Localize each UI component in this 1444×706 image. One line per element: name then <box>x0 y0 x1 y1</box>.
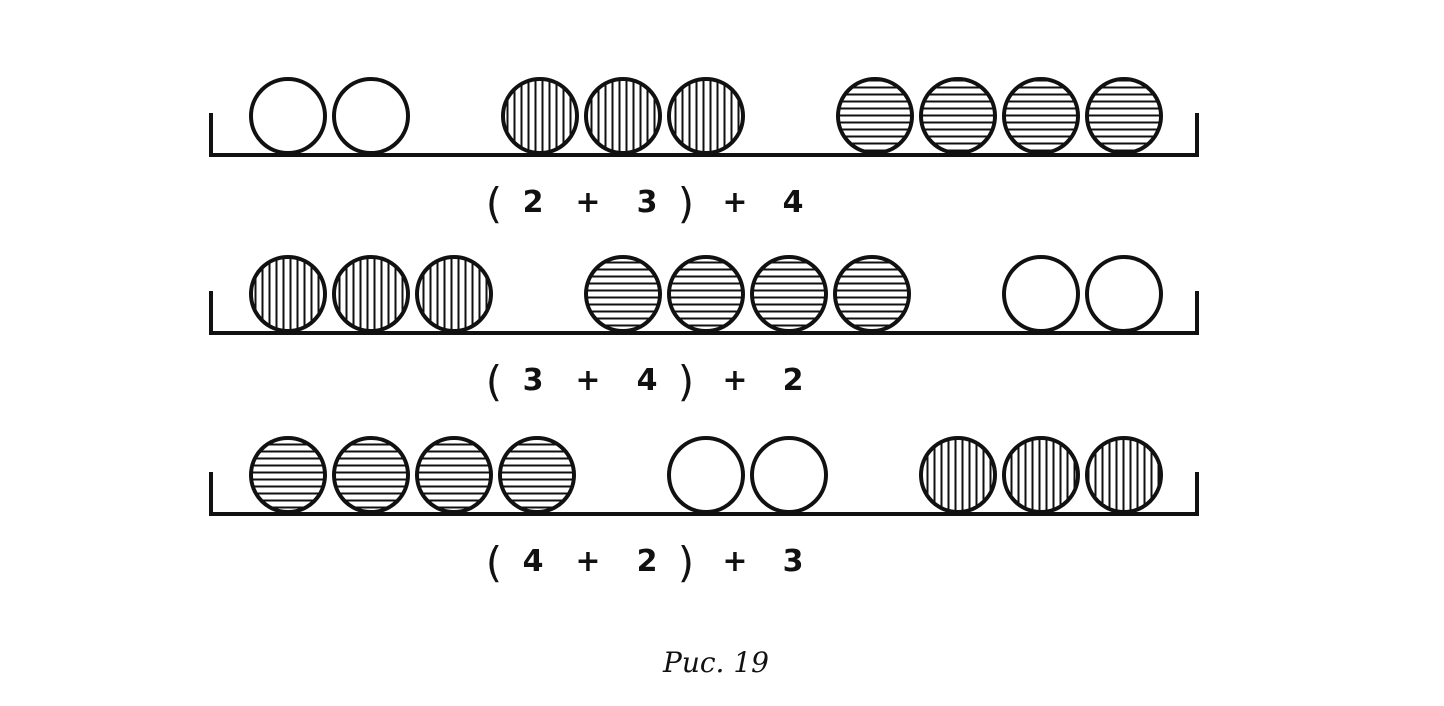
number-term: 2 <box>637 544 658 579</box>
ball-horizontal-stripes <box>1085 77 1163 155</box>
ball-group-vertical-stripes <box>919 436 1163 514</box>
ball-plain <box>667 436 745 514</box>
ball-plain <box>332 77 410 155</box>
ball-group-plain <box>249 77 410 155</box>
plus-sign: + <box>575 544 600 579</box>
ball-plain <box>750 436 828 514</box>
ball-vertical-stripes <box>415 255 493 333</box>
ball-group-plain <box>1002 255 1163 333</box>
close-paren: ) <box>678 538 694 587</box>
open-paren: ( <box>486 179 502 228</box>
ball-plain <box>249 77 327 155</box>
number-term: 4 <box>523 544 544 579</box>
row-3: (4 +2) +3 <box>209 436 1199 587</box>
ball-horizontal-stripes <box>249 436 327 514</box>
ball-horizontal-stripes <box>667 255 745 333</box>
plus-sign: + <box>575 185 600 220</box>
ball-plain <box>1085 255 1163 333</box>
ball-horizontal-stripes <box>584 255 662 333</box>
ball-horizontal-stripes <box>833 255 911 333</box>
number-term: 4 <box>783 185 804 220</box>
ball-group-horizontal-stripes <box>836 77 1163 155</box>
ball-horizontal-stripes <box>750 255 828 333</box>
ball-vertical-stripes <box>1002 436 1080 514</box>
ball-horizontal-stripes <box>498 436 576 514</box>
ball-group-vertical-stripes <box>501 77 745 155</box>
number-term: 3 <box>783 544 804 579</box>
open-paren: ( <box>486 357 502 406</box>
ball-group-vertical-stripes <box>249 255 493 333</box>
ball-vertical-stripes <box>584 77 662 155</box>
ball-horizontal-stripes <box>836 77 914 155</box>
ball-vertical-stripes <box>1085 436 1163 514</box>
ball-vertical-stripes <box>667 77 745 155</box>
ball-horizontal-stripes <box>1002 77 1080 155</box>
open-paren: ( <box>486 538 502 587</box>
ball-plain <box>1002 255 1080 333</box>
shelf-1 <box>209 113 1199 157</box>
ball-vertical-stripes <box>919 436 997 514</box>
ball-group-horizontal-stripes <box>249 436 576 514</box>
number-term: 3 <box>523 363 544 398</box>
plus-sign: + <box>722 363 747 398</box>
shelf-2 <box>209 291 1199 335</box>
ball-group-horizontal-stripes <box>584 255 911 333</box>
ball-horizontal-stripes <box>919 77 997 155</box>
row-1: (2 +3) +4 <box>209 77 1199 228</box>
plus-sign: + <box>722 544 747 579</box>
close-paren: ) <box>678 357 694 406</box>
ball-horizontal-stripes <box>332 436 410 514</box>
number-term: 3 <box>637 185 658 220</box>
shelf-3 <box>209 472 1199 516</box>
number-term: 2 <box>523 185 544 220</box>
plus-sign: + <box>722 185 747 220</box>
number-term: 2 <box>783 363 804 398</box>
expression-3: (4 +2) +3 <box>486 538 804 587</box>
plus-sign: + <box>575 363 600 398</box>
expression-1: (2 +3) +4 <box>486 179 804 228</box>
rows-layer: (2 +3) +4 (3 +4) +2 (4 +2) +3 <box>209 77 1199 587</box>
ball-vertical-stripes <box>332 255 410 333</box>
ball-vertical-stripes <box>249 255 327 333</box>
ball-horizontal-stripes <box>415 436 493 514</box>
ball-group-plain <box>667 436 828 514</box>
ball-vertical-stripes <box>501 77 579 155</box>
figure-caption: Рис. 19 <box>662 646 769 679</box>
number-term: 4 <box>637 363 658 398</box>
close-paren: ) <box>678 179 694 228</box>
row-2: (3 +4) +2 <box>209 255 1199 406</box>
expression-2: (3 +4) +2 <box>486 357 804 406</box>
